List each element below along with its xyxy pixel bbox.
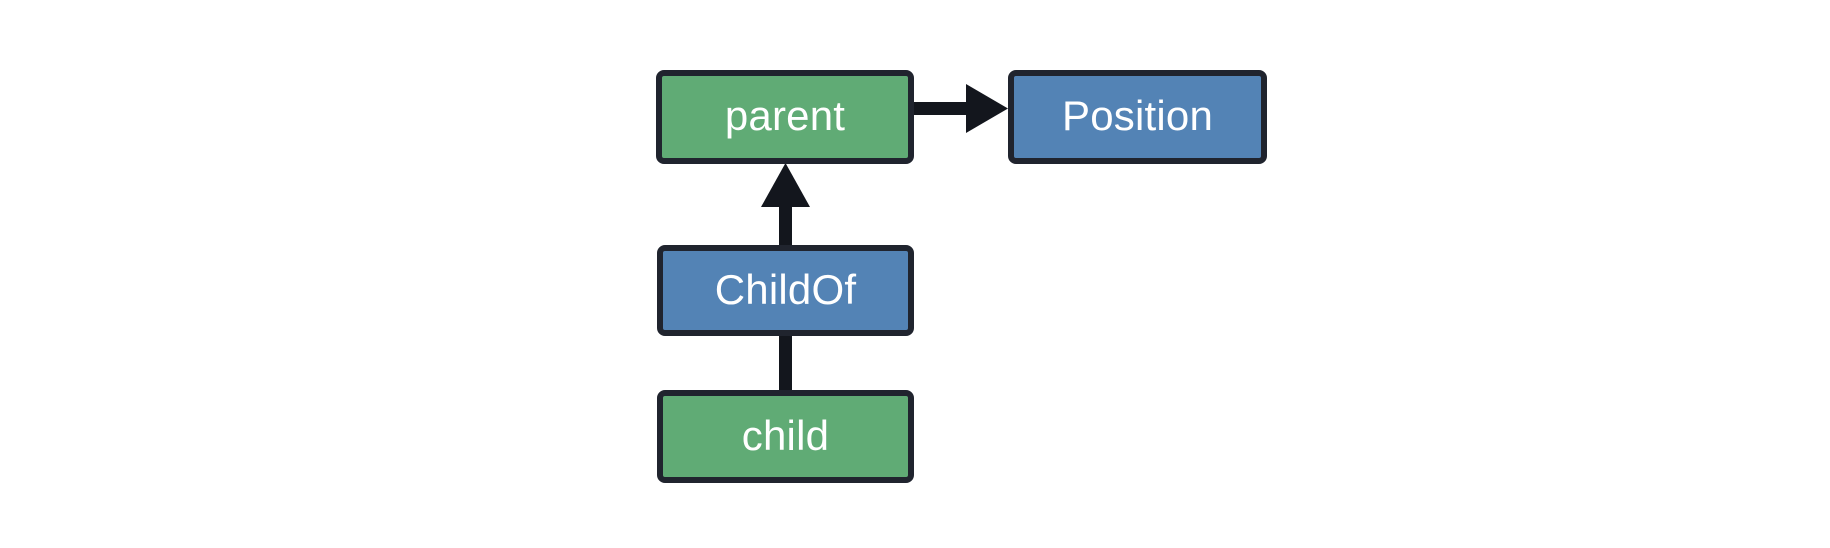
node-position[interactable]: Position	[1008, 70, 1267, 164]
node-parent-label: parent	[724, 92, 846, 139]
node-position-label: Position	[1061, 92, 1214, 139]
node-child-label: child	[741, 411, 830, 459]
node-parent[interactable]: parent	[656, 70, 914, 164]
edge-child-to-childof	[779, 333, 792, 392]
edge-parent-to-position	[912, 84, 1008, 133]
node-childof[interactable]: ChildOf	[657, 245, 914, 336]
node-childof-label: ChildOf	[714, 265, 857, 313]
edge-childof-to-parent	[761, 163, 810, 248]
node-child[interactable]: child	[657, 390, 914, 483]
